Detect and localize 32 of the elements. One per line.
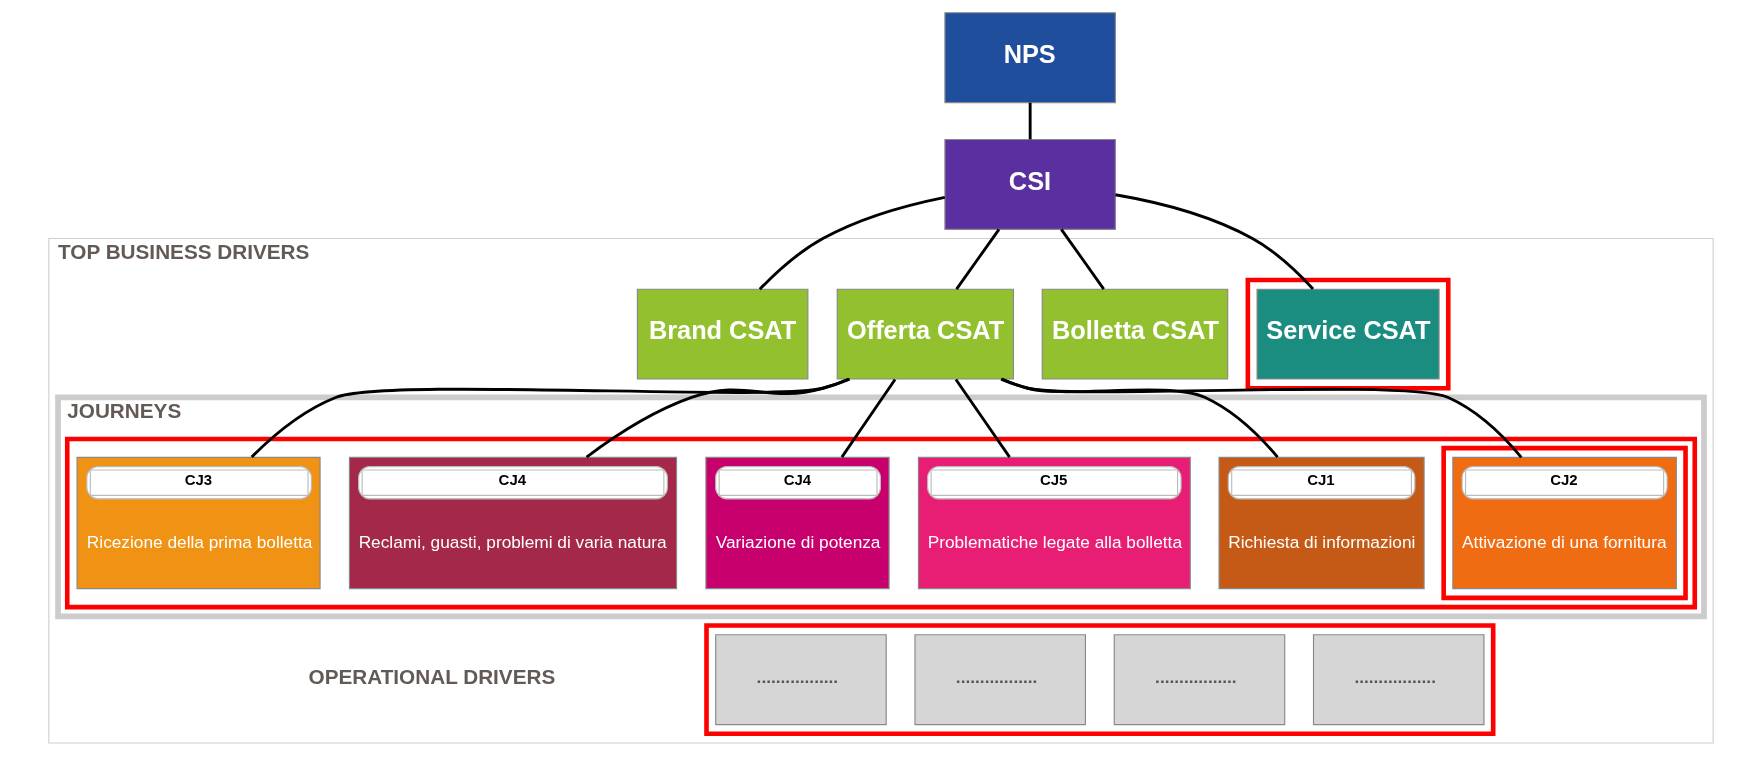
connector <box>1114 193 1314 290</box>
cluster <box>703 623 1495 737</box>
cluster <box>1440 445 1688 601</box>
connector <box>954 378 1011 458</box>
connector <box>840 378 896 458</box>
connector <box>954 228 1000 290</box>
connector <box>585 377 849 459</box>
node-box: CJ1 Richiesta di informazioni <box>1217 456 1425 590</box>
cluster <box>1245 277 1451 391</box>
node-box: ................. <box>1113 634 1285 726</box>
label: OPERATIONAL DRIVERS <box>308 664 555 688</box>
connector <box>1059 228 1105 290</box>
node-box: CSI <box>943 138 1116 230</box>
connector <box>250 377 850 459</box>
node-box: Service CSAT <box>1256 288 1440 380</box>
node-box: CJ5 Problematiche legate alla bolletta <box>917 456 1191 590</box>
node-box: CJ3 Ricezione della prima bolletta <box>75 456 321 590</box>
node-box: CJ2 Attivazione di una fornitura <box>1451 456 1677 590</box>
connector <box>1028 102 1032 140</box>
node-box: NPS <box>943 12 1116 104</box>
connector <box>1000 377 1522 459</box>
node-box: ................. <box>913 634 1086 726</box>
connector <box>758 195 945 291</box>
node-box: Bolletta CSAT <box>1041 288 1228 380</box>
node-box: ................. <box>714 634 887 726</box>
node-box: CJ4 Variazione di potenza <box>704 456 890 590</box>
node-box: Offerta CSAT <box>836 288 1014 380</box>
cluster <box>64 436 1697 610</box>
node-box: ................. <box>1312 634 1485 726</box>
node-box: Brand CSAT <box>636 288 808 380</box>
node-box: CJ4 Reclami, guasti, problemi di varia natura <box>348 456 677 590</box>
connector <box>1000 377 1279 458</box>
